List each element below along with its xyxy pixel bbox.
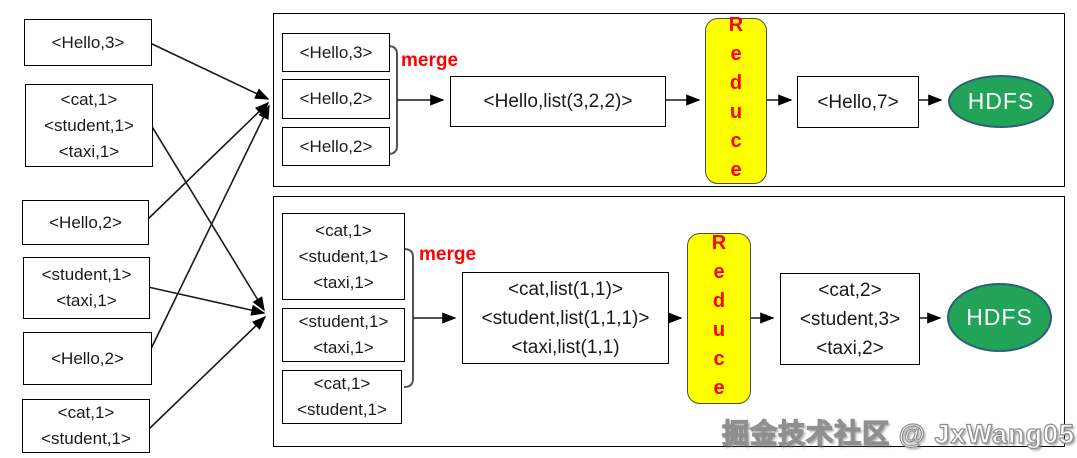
reduce-label: Reduce [725,14,747,188]
map-output-box: <student,1> <taxi,1> [23,257,150,319]
merged-list-box: <Hello,list(3,2,2)> [450,76,666,127]
kv-line: <taxi,1> [56,291,117,310]
merge-label: merge [419,244,477,265]
kv-line: <cat,1> [57,403,115,422]
kv-line: <Hello,list(3,2,2)> [483,91,633,112]
kv-line: <student,1> [298,246,389,266]
kv-line: <Hello,2> [299,136,373,156]
kv-line: <student,list(1,1,1)> [481,307,650,329]
kv-line: <Hello,2> [299,89,373,108]
kv-line: <taxi,2> [816,337,884,359]
watermark: 掘金技术社区 @ JxWang05 [722,418,1075,449]
map-output-box: <Hello,2> [23,332,152,385]
map-output-box: <Hello,2> [22,200,149,245]
kv-line: <student,1> [41,429,131,448]
hdfs-node: HDFS [948,75,1054,128]
kv-line: <cat,1> [60,89,118,109]
kv-line: <taxi,list(1,1) [511,336,620,358]
spill-box: <Hello,2> [282,127,390,166]
merged-list-box: <cat,list(1,1)> <student,list(1,1,1)> <t… [462,272,669,364]
kv-line: <Hello,3> [299,42,373,62]
map-output-box: <cat,1> <student,1> [22,399,150,453]
kv-line: <student,1> [41,265,132,284]
spill-box: <Hello,2> [282,79,390,119]
kv-line: <student,1> [298,312,389,331]
kv-line: <student,3> [799,308,901,330]
arrow-hello2a-to-top [146,101,270,221]
reduce-output-box: <cat,2> <student,3> <taxi,2> [780,273,920,365]
map-output-box: <Hello,3> [24,19,152,66]
arrow-hello2b-to-top [147,104,270,356]
kv-line: <cat,1> [313,374,371,393]
merge-label: merge [401,50,459,71]
pipeline-arrows [397,94,943,324]
kv-line: <cat,list(1,1)> [507,278,624,300]
kv-line: <student,1> [297,400,387,419]
reduce-output-box: <Hello,7> [797,76,919,128]
bottom-merge-bracket [403,248,414,388]
spill-box: <Hello,3> [282,33,390,72]
hdfs-label: HDFS [966,304,1033,330]
kv-line: <cat,2> [818,279,882,301]
kv-line: <Hello,2> [51,348,124,368]
hdfs-node: HDFS [947,283,1052,352]
kv-line: <cat,1> [315,220,372,240]
shuffle-arrows [146,42,270,429]
spill-box: <student,1> <taxi,1> [282,308,405,362]
arrow-hello3-to-top [149,42,270,100]
kv-line: <taxi,1> [58,141,120,161]
kv-line: <student,1> [44,115,134,135]
reduce-label: Reduce [708,231,730,406]
reduce-stage: Reduce [705,14,767,188]
top-reduce-task-panel [273,13,1065,187]
spill-box: <cat,1> <student,1> <taxi,1> [282,213,405,300]
spill-box: <cat,1> <student,1> [282,370,402,424]
arrow-cst-to-bottom [150,124,265,312]
kv-line: <taxi,1> [313,338,374,357]
map-output-box: <cat,1> <student,1> <taxi,1> [25,84,153,167]
arrow-st-to-bottom [147,286,266,316]
kv-line: <Hello,2> [49,212,122,232]
hdfs-label: HDFS [967,88,1035,114]
kv-line: <taxi,1> [313,272,374,292]
kv-line: <Hello,7> [817,91,899,113]
arrow-cs-to-bottom [149,315,267,429]
kv-line: <Hello,3> [51,32,125,52]
reduce-stage: Reduce [687,231,751,406]
bottom-reduce-task-panel [273,196,1065,447]
